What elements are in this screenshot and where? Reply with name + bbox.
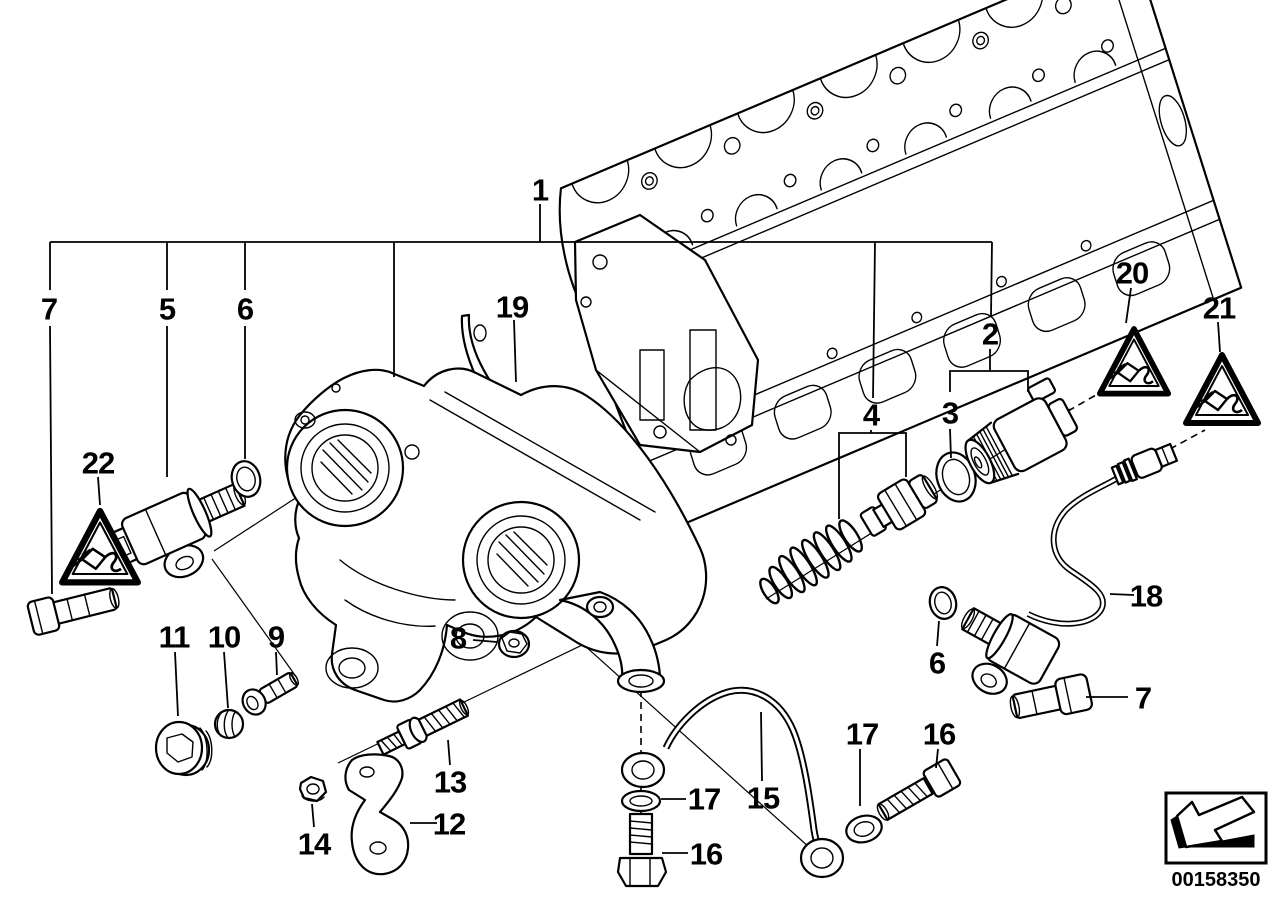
footer-id-block: 00158350: [1164, 791, 1268, 891]
cable-connector: [1110, 442, 1179, 486]
callout-7-right[interactable]: 7: [1135, 681, 1152, 716]
cap-10: [213, 708, 245, 740]
bolt-9: [241, 672, 300, 716]
hollow-bolt-16-left: [616, 812, 668, 888]
callout-17-right[interactable]: 17: [846, 717, 879, 752]
cylinder-head-drawing: [558, 0, 1243, 531]
sealing-ring-17-right: [845, 814, 883, 844]
left-cam-bore: [285, 408, 405, 528]
o-ring-6-right: [928, 586, 958, 620]
callout-8[interactable]: 8: [450, 621, 468, 656]
callout-10[interactable]: 10: [208, 620, 241, 655]
callout-19[interactable]: 19: [496, 290, 530, 325]
callout-14[interactable]: 14: [298, 827, 333, 862]
callout-3[interactable]: 3: [942, 396, 960, 431]
callout-15[interactable]: 15: [747, 781, 781, 816]
callout-6-right[interactable]: 6: [929, 646, 947, 681]
callout-16-left[interactable]: 16: [690, 837, 724, 872]
callout-9[interactable]: 9: [268, 620, 286, 655]
callout-7-left[interactable]: 7: [41, 292, 58, 327]
solenoid-valve-2: [964, 377, 1079, 485]
direction-arrow-icon: [1170, 795, 1256, 849]
callout-6-left[interactable]: 6: [237, 292, 255, 327]
sealing-bolt-7-right: [1009, 673, 1093, 720]
leader-lines: [49, 204, 1221, 854]
nut-14: [298, 775, 328, 803]
callout-1[interactable]: 1: [532, 173, 550, 208]
warning-triangle-21-icon: [1186, 355, 1258, 423]
support-bracket-12: [344, 753, 410, 876]
pulse-sensor-18: [960, 442, 1179, 695]
callout-2[interactable]: 2: [982, 317, 999, 352]
callout-4[interactable]: 4: [863, 398, 882, 433]
callout-21[interactable]: 21: [1203, 291, 1237, 326]
piston-4: [859, 474, 939, 537]
callout-16-right[interactable]: 16: [923, 717, 957, 752]
sealing-ring-17-left: [620, 789, 662, 813]
spring-4: [759, 519, 863, 605]
callout-11[interactable]: 11: [159, 620, 192, 655]
stud-bolt-13: [376, 698, 470, 756]
nut-8: [497, 629, 531, 659]
hollow-bolt-16-right: [876, 758, 962, 821]
callout-13[interactable]: 13: [434, 765, 468, 800]
oil-pipe-15: [620, 686, 845, 879]
o-ring-6-left: [230, 460, 262, 498]
callout-20[interactable]: 20: [1116, 256, 1149, 291]
callout-12[interactable]: 12: [433, 807, 466, 842]
screw-plug-11: [154, 720, 213, 777]
callout-labels: 1 2 3 4 5 6 7 8 9 10 11 12 13 14 15 16 1…: [41, 173, 1237, 872]
right-cam-bore: [461, 500, 581, 620]
callout-17-left[interactable]: 17: [688, 782, 721, 817]
sealing-bolt-7-left: [26, 587, 120, 636]
part-number-text: 00158350: [1172, 869, 1261, 891]
vanos-timing-cover-drawing: [284, 367, 708, 703]
callout-5[interactable]: 5: [159, 292, 177, 327]
callout-18[interactable]: 18: [1130, 579, 1164, 614]
callout-22[interactable]: 22: [82, 446, 115, 481]
